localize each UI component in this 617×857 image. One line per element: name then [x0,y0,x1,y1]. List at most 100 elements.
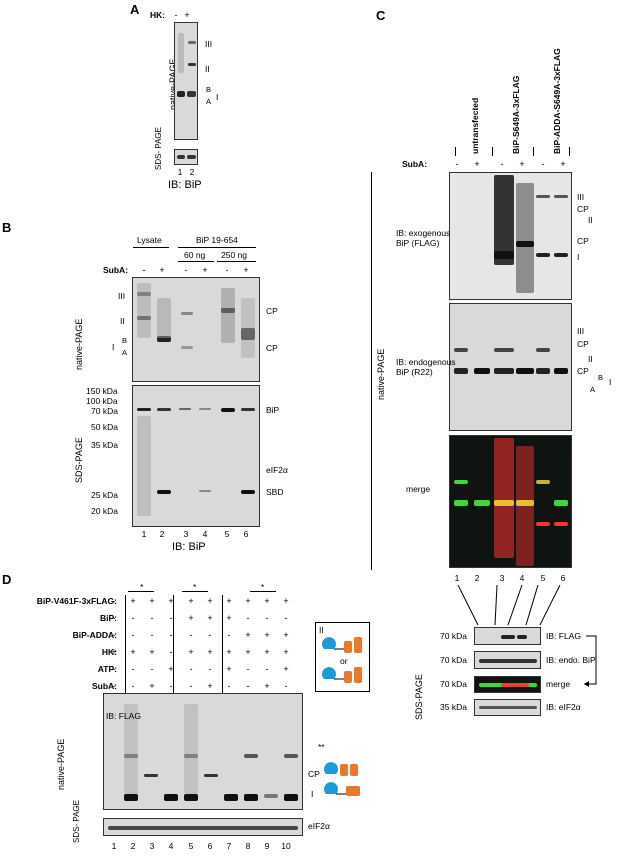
panel-d-sign-r2-l1: - [112,613,116,623]
panel-c-suba-sign-2: + [474,159,480,169]
panel-b-lysate: Lysate [137,235,162,245]
panel-b-lane-3: 3 [183,529,189,539]
panel-b-marker-50: 50 kDa [91,422,118,432]
panel-d-sign-r2-l3: - [150,613,154,623]
panel-c-suba-sign-3: - [500,159,504,169]
panel-d-ib: IB: FLAG [106,711,141,721]
panel-b-suba-sign-1: - [142,265,146,275]
panel-d-row-label-5: ATP: [97,664,117,674]
panel-d-sign-r3-l7: - [227,630,231,640]
panel-b-bip-19-654: BiP 19-654 [196,235,238,245]
panel-c-sds-flag-gel [474,627,541,645]
panel-d-star-3: * [261,582,265,592]
panel-c-exo-cp2: CP [577,236,589,246]
panel-d-sign-r5-l9: - [265,664,269,674]
panel-a-label-ii: II [205,64,210,74]
panel-d-sign-r5-l2: - [131,664,135,674]
panel-d-lane-3: 3 [149,841,155,851]
panel-c-letter: C [376,8,386,23]
panel-c-sds-ib-eif2a: IB: eIF2α [546,702,581,712]
panel-d-sign-r3-l9: + [264,630,270,640]
panel-b-sds-label: SDS-PAGE [74,437,84,483]
panel-b-lane-6: 6 [243,529,249,539]
panel-c-sds-marker-3: 70 kDa [440,679,467,689]
panel-b-suba-sign-2: + [159,265,165,275]
panel-d-sign-r1-l5: + [188,596,194,606]
panel-d-lane-5: 5 [188,841,194,851]
panel-d-sign-r2-l4: - [169,613,173,623]
panel-b-label-cp2: CP [266,343,278,353]
panel-b-label-bip: BiP [266,405,280,415]
panel-d-sign-r1-l3: + [149,596,155,606]
panel-b-native-gel [132,277,260,382]
panel-d-letter: D [2,572,12,587]
panel-c-endo-cp1: CP [577,339,589,349]
panel-b-native-label: native-PAGE [74,318,84,370]
panel-d-sign-r2-l10: - [284,613,288,623]
panel-c-endo-gel [449,303,572,431]
panel-b-label-b: B [122,336,128,345]
panel-d-legend-box: II or [315,622,370,692]
panel-a-letter: A [130,2,140,17]
panel-c-lane-2: 2 [474,573,480,583]
panel-d-sign-r6-l1: - [112,681,116,691]
panel-d-sign-r5-l1: - [112,664,116,674]
panel-a-ib: IB: BiP [168,179,202,191]
panel-c-endo-a: A [590,385,596,394]
panel-d-sign-r3-l5: - [189,630,193,640]
panel-b-label-cp1: CP [266,306,278,316]
panel-d-lane-8: 8 [245,841,251,851]
panel-b-suba-sign-6: + [243,265,249,275]
panel-c-lane-6: 6 [560,573,566,583]
panel-b-suba-sign-5: - [225,265,229,275]
panel-b-marker-35: 35 kDa [91,440,118,450]
panel-c-ib-exo: IB: exogenous BiP (FLAG) [396,228,451,249]
panel-c-col-bip-s649a: BiP-S649A-3xFLAG [511,75,521,154]
panel-c-endo-cp2: CP [577,366,589,376]
panel-d-sign-r4-l5: + [188,647,194,657]
panel-b-letter: B [2,220,12,235]
panel-b-suba-label: SubA: [103,265,129,275]
panel-a-label-b: B [206,85,212,94]
panel-d-sign-r3-l3: - [150,630,154,640]
panel-b-lane-4: 4 [202,529,208,539]
panel-c-sds-marker-4: 35 kDa [440,702,467,712]
panel-b-marker-20: 20 kDa [91,506,118,516]
panel-d-sign-r4-l4: - [169,647,173,657]
panel-d-label-cp: CP [308,769,320,779]
panel-d-sign-r5-l4: + [168,664,174,674]
panel-c-sds-merge-gel [474,676,541,693]
panel-c-endo-b: B [598,373,604,382]
panel-a-native-gel [174,22,198,140]
panel-d-sign-r4-l9: + [264,647,270,657]
panel-c-suba-sign-5: - [541,159,545,169]
panel-c-merge-gel [449,435,572,568]
panel-d-sign-r6-l3: + [149,681,155,691]
panel-a-sds-gel [174,149,198,165]
panel-b-label-a: A [122,348,128,357]
panel-d-sign-r1-l6: + [207,596,213,606]
panel-a-label-iii: III [205,39,213,49]
panel-d-sign-r4-l8: + [245,647,251,657]
panel-d-label-dstar: ** [318,742,325,752]
panel-d-row-label-4: HK: [101,647,117,657]
panel-d-sign-r5-l10: + [283,664,289,674]
panel-d-cp-i-diagrams [324,762,360,796]
panel-b-marker-100: 100 kDa [86,396,118,406]
panel-d-sign-r3-l4: - [169,630,173,640]
panel-c-lane-3: 3 [499,573,505,583]
panel-b-60ng: 60 ng [184,250,206,260]
panel-d-sign-r4-l10: + [283,647,289,657]
panel-d-lane-6: 6 [207,841,213,851]
panel-d-sign-r2-l5: + [188,613,194,623]
panel-b-lane-1: 1 [141,529,147,539]
panel-c-lane-1: 1 [454,573,460,583]
panel-d-sign-r6-l2: - [131,681,135,691]
panel-b-sds-gel [132,385,260,527]
panel-c-sds-ib-endo: IB: endo. BiP [546,655,596,665]
panel-b-ib: IB: BiP [172,541,206,553]
panel-c-merge-label: merge [406,484,431,494]
panel-b-label-eif2a: eIF2α [266,465,288,475]
panel-b-marker-150: 150 kDa [86,386,118,396]
panel-a-lane-2: 2 [189,167,195,177]
